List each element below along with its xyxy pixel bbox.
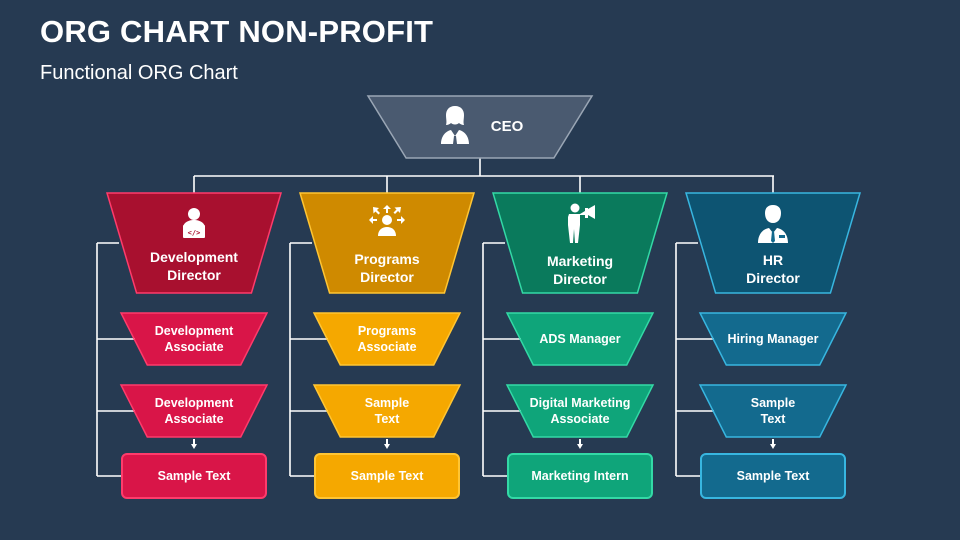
item-label: Programs Associate xyxy=(357,323,417,354)
item-label: Development Associate xyxy=(154,395,234,426)
item-label: ADS Manager xyxy=(539,331,621,346)
marketing-item-3: Marketing Intern xyxy=(507,453,653,499)
director-development: </> Development Director xyxy=(107,193,281,293)
down-arrow-stem xyxy=(386,439,388,445)
hr-item-3: Sample Text xyxy=(700,453,846,499)
down-arrow-icon xyxy=(383,444,390,449)
item-label: Marketing Intern xyxy=(531,468,629,483)
director-label: Programs Director xyxy=(354,250,420,286)
hr-item-1: Hiring Manager xyxy=(700,313,846,365)
hr-item-2: Sample Text xyxy=(700,385,846,437)
businessman-icon xyxy=(755,203,791,247)
director-label: Marketing Director xyxy=(546,252,614,288)
programs-item-3: Sample Text xyxy=(314,453,460,499)
item-label: Hiring Manager xyxy=(727,331,819,346)
development-item-3: Sample Text xyxy=(121,453,267,499)
director-hr: HR Director xyxy=(686,193,860,293)
item-label: Sample Text xyxy=(157,468,231,483)
marketing-item-2: Digital Marketing Associate xyxy=(507,385,653,437)
down-arrow-stem xyxy=(772,439,774,445)
down-arrow-stem xyxy=(193,439,195,445)
director-label: HR Director xyxy=(746,251,800,287)
programs-item-2: Sample Text xyxy=(314,385,460,437)
development-item-1: Development Associate xyxy=(121,313,267,365)
item-label: Development Associate xyxy=(154,323,234,354)
developer-laptop-icon: </> xyxy=(177,206,211,244)
item-label: Sample Text xyxy=(750,395,796,426)
page-title: ORG CHART NON-PROFIT xyxy=(40,14,434,49)
svg-text:</>: </> xyxy=(188,229,201,237)
director-marketing: Marketing Director xyxy=(493,193,667,293)
down-arrow-icon xyxy=(190,444,197,449)
businesswoman-icon xyxy=(437,104,473,150)
director-label: Development Director xyxy=(150,248,238,284)
page-subtitle: Functional ORG Chart xyxy=(40,62,238,84)
down-arrow-icon xyxy=(769,444,776,449)
down-arrow-icon xyxy=(576,444,583,449)
item-label: Digital Marketing Associate xyxy=(529,395,631,426)
director-programs: Programs Director xyxy=(300,193,474,293)
development-item-2: Development Associate xyxy=(121,385,267,437)
ceo-node: CEO xyxy=(368,96,592,158)
item-label: Sample Text xyxy=(350,468,424,483)
item-label: Sample Text xyxy=(364,395,410,426)
programs-item-1: Programs Associate xyxy=(314,313,460,365)
down-arrow-stem xyxy=(579,439,581,445)
team-arrows-icon xyxy=(368,204,406,246)
megaphone-person-icon xyxy=(563,202,597,248)
item-label: Sample Text xyxy=(736,468,810,483)
marketing-item-1: ADS Manager xyxy=(507,313,653,365)
ceo-label: CEO xyxy=(490,118,524,136)
